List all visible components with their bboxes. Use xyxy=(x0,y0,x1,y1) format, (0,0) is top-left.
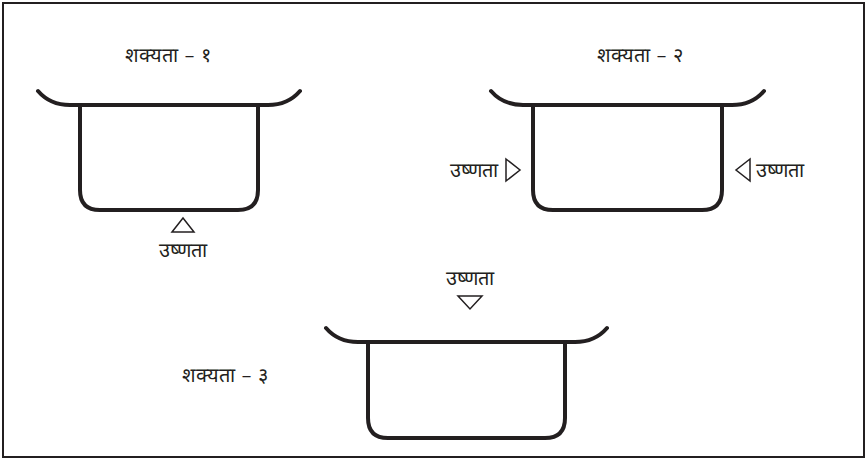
pot-body xyxy=(533,105,722,210)
heat-label: उष्णता xyxy=(450,158,498,182)
heat-arrow xyxy=(736,159,750,181)
heat-arrow xyxy=(506,159,520,181)
pot-rim xyxy=(491,91,764,105)
pot-rim xyxy=(38,91,300,105)
frame-border xyxy=(3,3,864,457)
heat-label: उष्णता xyxy=(446,266,494,290)
pot-body xyxy=(80,105,258,210)
option-title: शक्यता – २ xyxy=(597,43,683,67)
pot-body xyxy=(368,342,565,438)
option-title: शक्यता – ३ xyxy=(182,363,268,387)
heat-label: उष्णता xyxy=(159,238,207,262)
heat-arrow xyxy=(172,218,194,232)
option-title: शक्यता – १ xyxy=(125,43,211,67)
heat-arrow xyxy=(458,296,482,309)
heat-label: उष्णता xyxy=(756,158,804,182)
pot-rim xyxy=(326,328,607,342)
